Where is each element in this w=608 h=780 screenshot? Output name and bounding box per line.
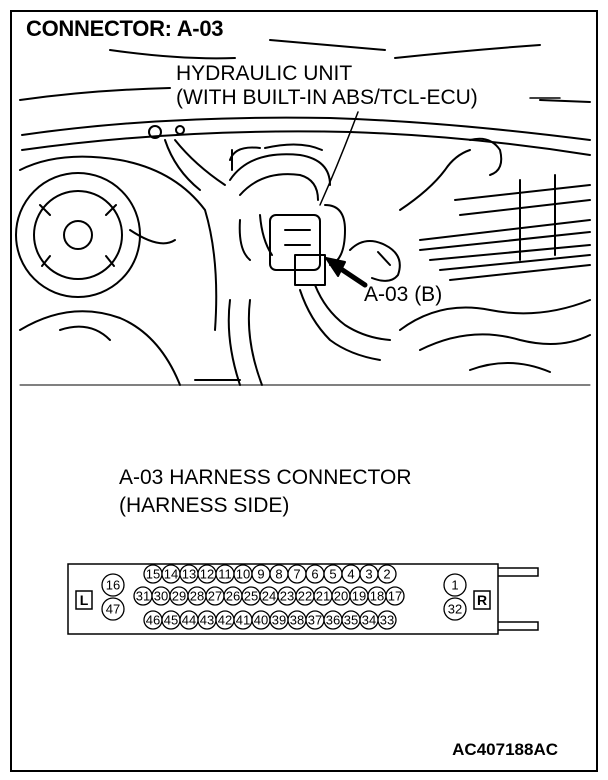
pin-label: 24 — [262, 589, 276, 604]
pin-label: 33 — [380, 613, 394, 628]
hydraulic-unit-leader — [319, 111, 359, 206]
pin-label: 1 — [451, 578, 458, 593]
pin-label: 11 — [218, 567, 232, 582]
pin-label: 35 — [344, 613, 358, 628]
pin-label: 17 — [388, 589, 402, 604]
page-title: CONNECTOR: A-03 — [26, 16, 224, 41]
pin-16 — [101, 573, 125, 597]
pin-label: 42 — [218, 613, 232, 628]
pin-17 — [385, 586, 405, 606]
pin-label: 31 — [136, 589, 150, 604]
pin-label: 46 — [146, 613, 160, 628]
right-marker: R — [477, 592, 487, 608]
pin-label: 2 — [383, 567, 390, 582]
pin-47 — [101, 597, 125, 621]
pin-label: 47 — [106, 602, 120, 617]
left-marker: L — [80, 592, 89, 608]
pin-label: 43 — [200, 613, 214, 628]
pin-label: 8 — [275, 567, 282, 582]
pin-label: 39 — [272, 613, 286, 628]
pin-label: 7 — [293, 567, 300, 582]
pin-label: 3 — [365, 567, 372, 582]
hydraulic-unit-label: HYDRAULIC UNIT — [176, 62, 353, 85]
pin-label: 22 — [298, 589, 312, 604]
pin-label: 21 — [316, 589, 330, 604]
pin-label: 12 — [200, 567, 214, 582]
pin-label: 25 — [244, 589, 258, 604]
pin-label: 5 — [329, 567, 336, 582]
pin-label: 4 — [347, 567, 354, 582]
right-marker-box — [473, 590, 491, 610]
pin-label: 10 — [236, 567, 250, 582]
pin-label: 14 — [164, 567, 178, 582]
pin-label: 13 — [182, 567, 196, 582]
pin-label: 15 — [146, 567, 160, 582]
pin-label: 18 — [370, 589, 384, 604]
pin-label: 30 — [154, 589, 168, 604]
pin-33 — [377, 610, 397, 630]
pin-label: 6 — [311, 567, 318, 582]
pin-label: 44 — [182, 613, 196, 628]
connector-body — [67, 563, 499, 635]
pin-label: 36 — [326, 613, 340, 628]
engine-bay-illustration — [15, 39, 591, 386]
pin-label: 41 — [236, 613, 250, 628]
pin-label: 23 — [280, 589, 294, 604]
pin-32 — [443, 597, 467, 621]
harness-connector-title: A-03 HARNESS CONNECTOR — [119, 466, 412, 489]
pin-1 — [443, 573, 467, 597]
pin-label: 9 — [257, 567, 264, 582]
figure-code: AC407188AC — [452, 740, 558, 759]
pin-label: 40 — [254, 613, 268, 628]
pin-label: 16 — [106, 578, 120, 593]
hydraulic-unit-sublabel: (WITH BUILT-IN ABS/TCL-ECU) — [176, 86, 478, 109]
pin-2 — [377, 564, 397, 584]
pin-label: 29 — [172, 589, 186, 604]
pin-label: 19 — [352, 589, 366, 604]
pin-label: 28 — [190, 589, 204, 604]
figure-frame — [10, 10, 598, 772]
pin-label: 20 — [334, 589, 348, 604]
pin-label: 26 — [226, 589, 240, 604]
pin-label: 38 — [290, 613, 304, 628]
pin-label: 32 — [448, 602, 462, 617]
pin-label: 37 — [308, 613, 322, 628]
pin-label: 27 — [208, 589, 222, 604]
harness-connector-subtitle: (HARNESS SIDE) — [119, 494, 290, 517]
left-marker-box — [75, 590, 93, 610]
connector-location-label: A-03 (B) — [364, 283, 443, 306]
pin-label: 45 — [164, 613, 178, 628]
pin-label: 34 — [362, 613, 376, 628]
hood-line — [109, 49, 236, 60]
